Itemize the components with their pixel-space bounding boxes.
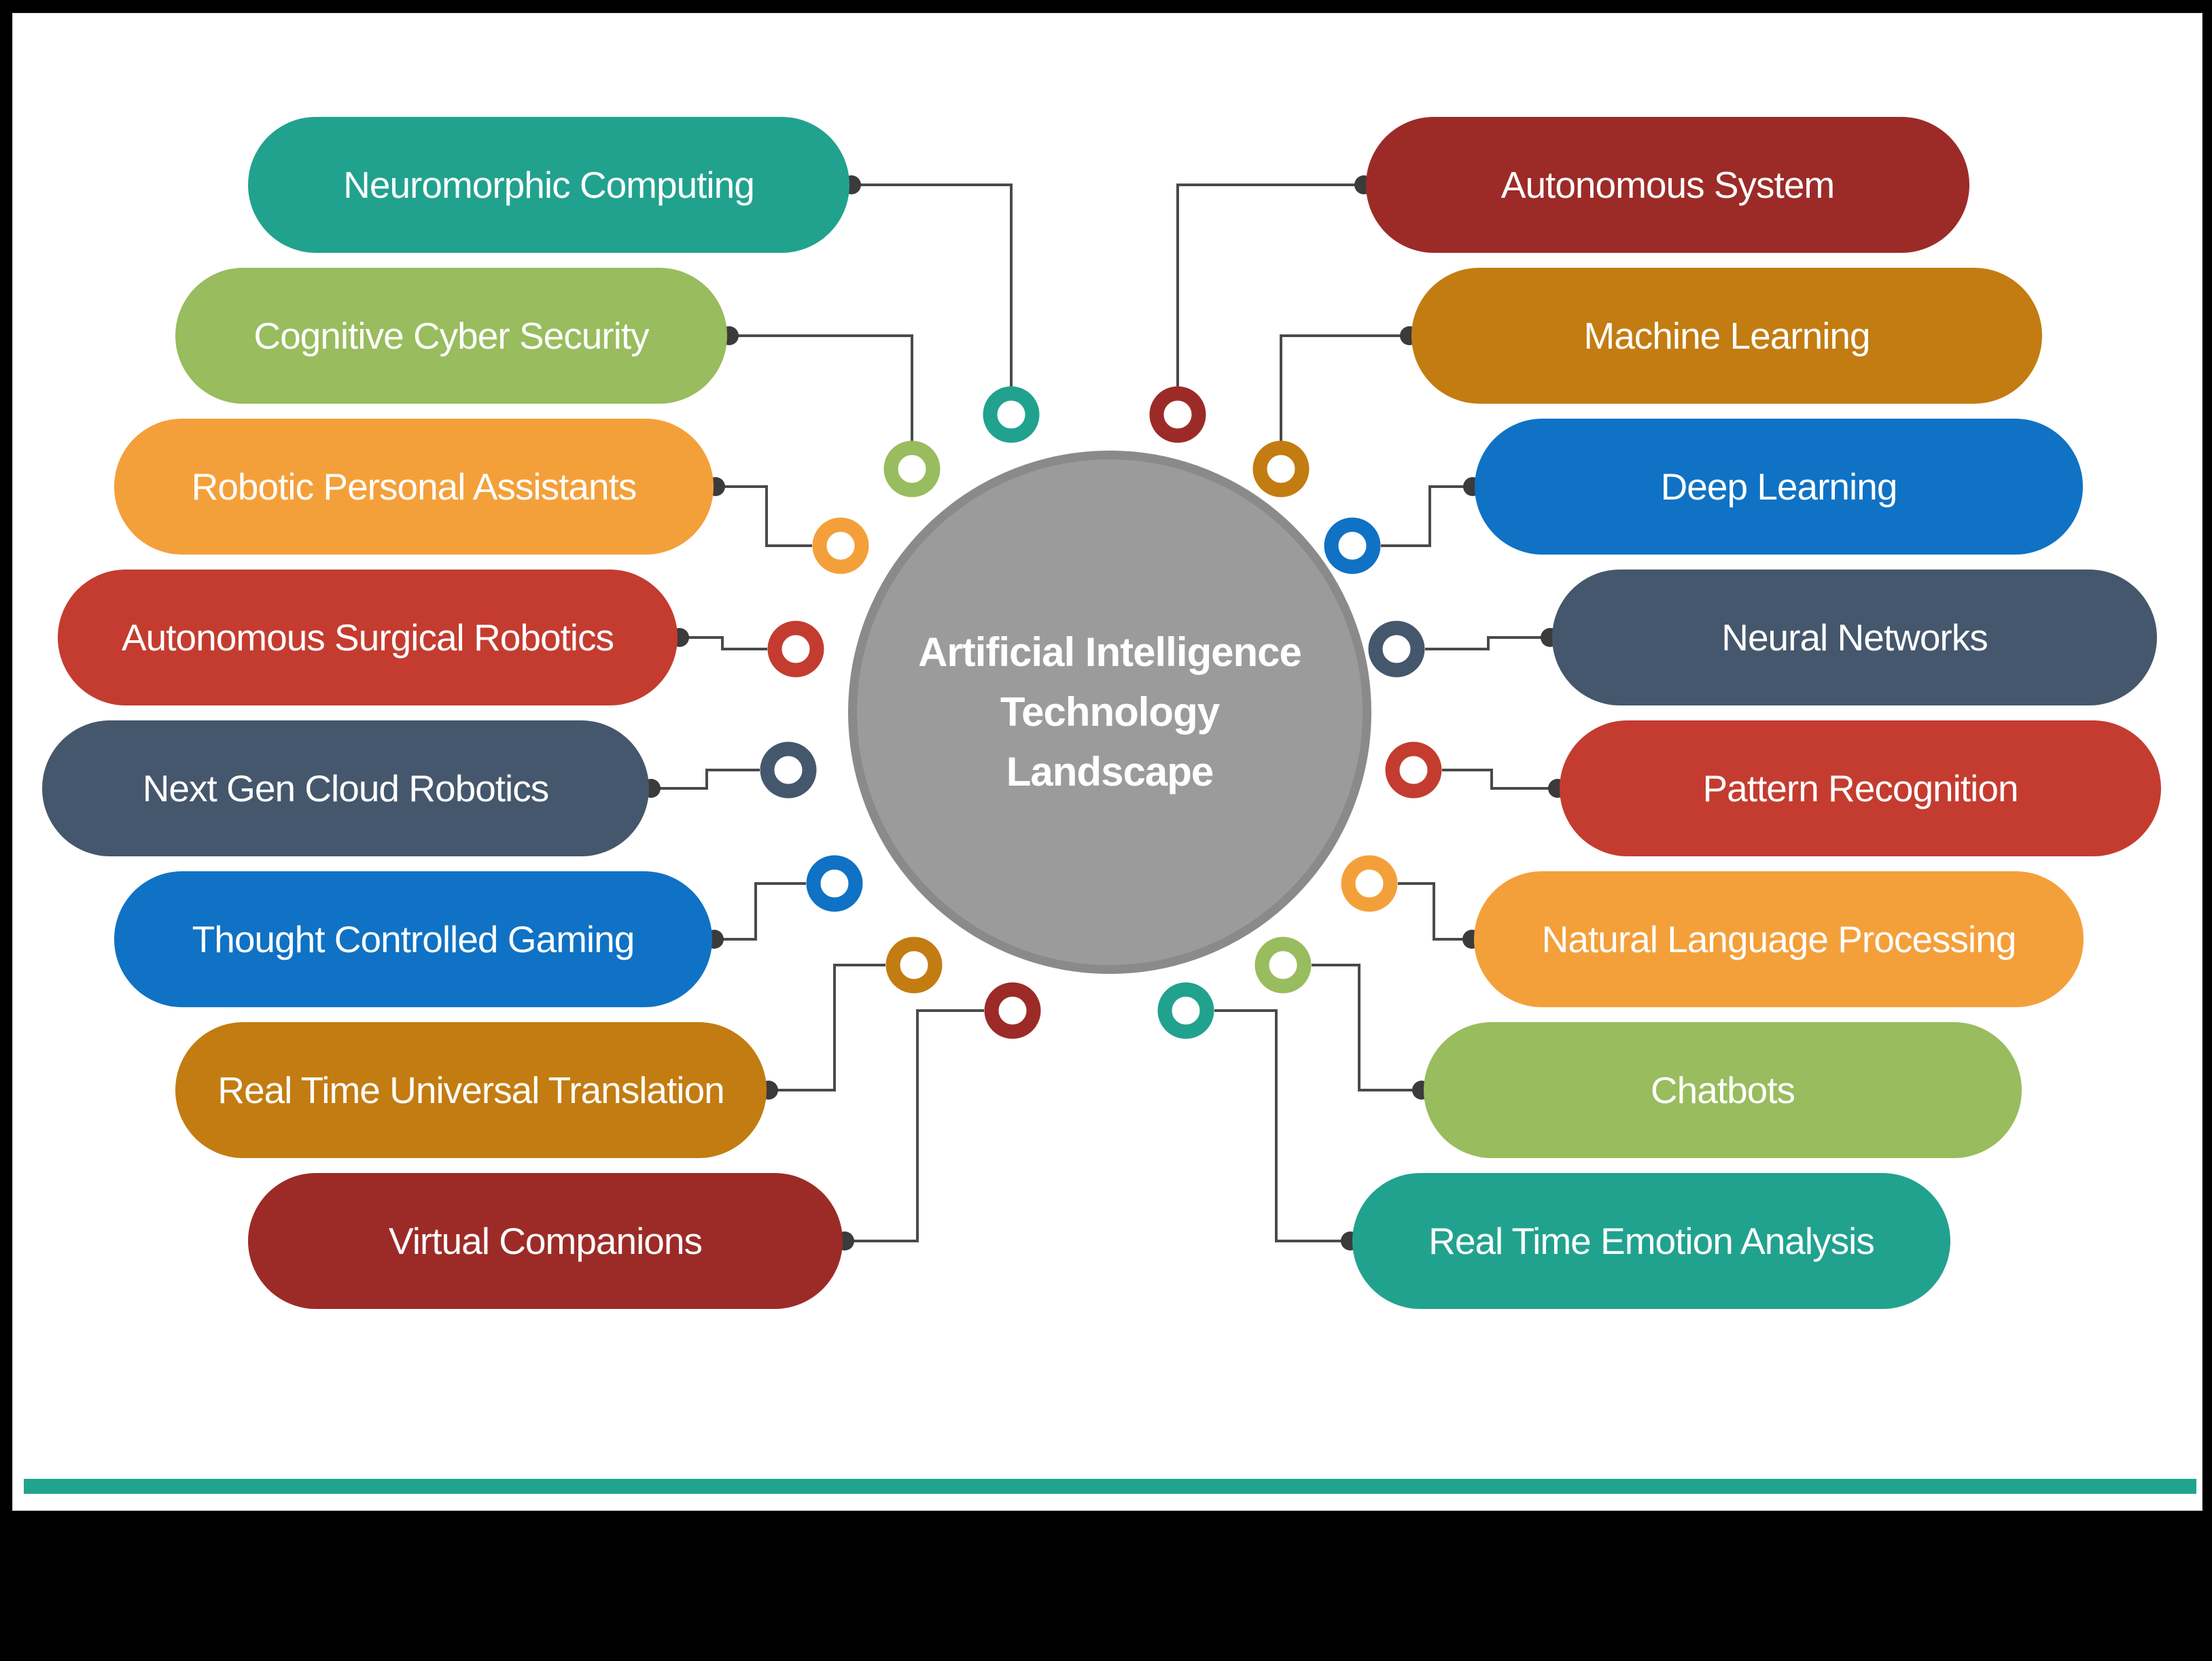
connector-line-robotic-personal-assistants [716,485,812,547]
pill-neural-networks: Neural Networks [1552,570,2157,705]
connector-line-autonomous-system [1176,183,1364,387]
ring-icon-pattern-recognition [1385,741,1442,799]
pill-label-real-time-emotion-analysis: Real Time Emotion Analysis [1428,1219,1875,1262]
pill-label-thought-controlled-gaming: Thought Controlled Gaming [192,917,635,960]
pill-next-gen-cloud-robotics: Next Gen Cloud Robotics [42,720,649,856]
ring-icon-autonomous-system [1149,386,1206,443]
ring-icon-thought-controlled-gaming [806,855,863,912]
connector-line-neural-networks [1425,636,1550,650]
connector-line-virtual-companions [845,1009,984,1242]
pill-label-neural-networks: Neural Networks [1721,616,1988,659]
pill-neuromorphic-computing: Neuromorphic Computing [248,117,849,253]
center-circle: Artificial Intelligence Technology Lands… [848,451,1371,974]
ring-icon-chatbots [1254,937,1312,994]
connector-line-machine-learning [1280,334,1409,441]
ring-icon-autonomous-surgical-robotics [767,620,824,678]
pill-cognitive-cyber-security: Cognitive Cyber Security [175,268,727,404]
ring-icon-virtual-companions [984,982,1041,1039]
pill-label-natural-language-processing: Natural Language Processing [1541,917,2017,960]
ring-icon-robotic-personal-assistants [812,517,869,574]
pill-machine-learning: Machine Learning [1411,268,2042,404]
pill-thought-controlled-gaming: Thought Controlled Gaming [114,871,712,1007]
connector-line-pattern-recognition [1442,769,1558,790]
pill-label-pattern-recognition: Pattern Recognition [1702,767,2018,809]
ring-icon-natural-language-processing [1341,855,1398,912]
pill-label-autonomous-system: Autonomous System [1500,163,1835,206]
diagram-title-line-1: Artificial Intelligence [918,629,1302,675]
connector-line-real-time-emotion-analysis [1214,1009,1350,1242]
diagram-title-line-3: Landscape [1006,749,1214,794]
ring-icon-deep-learning [1324,517,1381,574]
connector-line-next-gen-cloud-robotics [651,769,760,790]
pill-deep-learning: Deep Learning [1475,419,2083,555]
connector-line-deep-learning [1381,485,1473,547]
pill-label-chatbots: Chatbots [1650,1068,1795,1111]
pill-label-next-gen-cloud-robotics: Next Gen Cloud Robotics [142,767,550,809]
pill-chatbots: Chatbots [1424,1022,2022,1158]
diagram-title-line-2: Technology [1000,689,1220,735]
connector-line-autonomous-surgical-robotics [680,636,767,650]
connector-line-cognitive-cyber-security [729,334,913,441]
pill-real-time-universal-translation: Real Time Universal Translation [175,1022,767,1158]
ring-icon-next-gen-cloud-robotics [760,741,817,799]
pill-pattern-recognition: Pattern Recognition [1560,720,2161,856]
pill-label-robotic-personal-assistants: Robotic Personal Assistants [191,465,637,508]
bottom-accent-bar [24,1479,2196,1494]
ring-icon-neural-networks [1368,620,1425,678]
connector-line-neuromorphic-computing [852,183,1013,387]
pill-label-machine-learning: Machine Learning [1583,314,1870,357]
pill-autonomous-system: Autonomous System [1366,117,1969,253]
ring-icon-real-time-emotion-analysis [1157,982,1214,1039]
pill-natural-language-processing: Natural Language Processing [1474,871,2084,1007]
ring-icon-real-time-universal-translation [885,937,943,994]
connector-line-thought-controlled-gaming [714,882,806,941]
pill-label-virtual-companions: Virtual Companions [389,1219,703,1262]
pill-virtual-companions: Virtual Companions [248,1173,843,1309]
pill-label-autonomous-surgical-robotics: Autonomous Surgical Robotics [121,616,614,659]
pill-label-neuromorphic-computing: Neuromorphic Computing [343,163,755,206]
ring-icon-neuromorphic-computing [983,386,1040,443]
pill-robotic-personal-assistants: Robotic Personal Assistants [114,419,714,555]
pill-real-time-emotion-analysis: Real Time Emotion Analysis [1352,1173,1950,1309]
ring-icon-cognitive-cyber-security [883,440,941,497]
connector-line-natural-language-processing [1398,882,1472,941]
pill-label-deep-learning: Deep Learning [1660,465,1898,508]
ring-icon-machine-learning [1252,440,1310,497]
connector-line-chatbots [1312,964,1422,1091]
pill-label-cognitive-cyber-security: Cognitive Cyber Security [253,314,649,357]
pill-autonomous-surgical-robotics: Autonomous Surgical Robotics [58,570,678,705]
connector-line-real-time-universal-translation [769,964,885,1091]
pill-label-real-time-universal-translation: Real Time Universal Translation [217,1068,724,1111]
